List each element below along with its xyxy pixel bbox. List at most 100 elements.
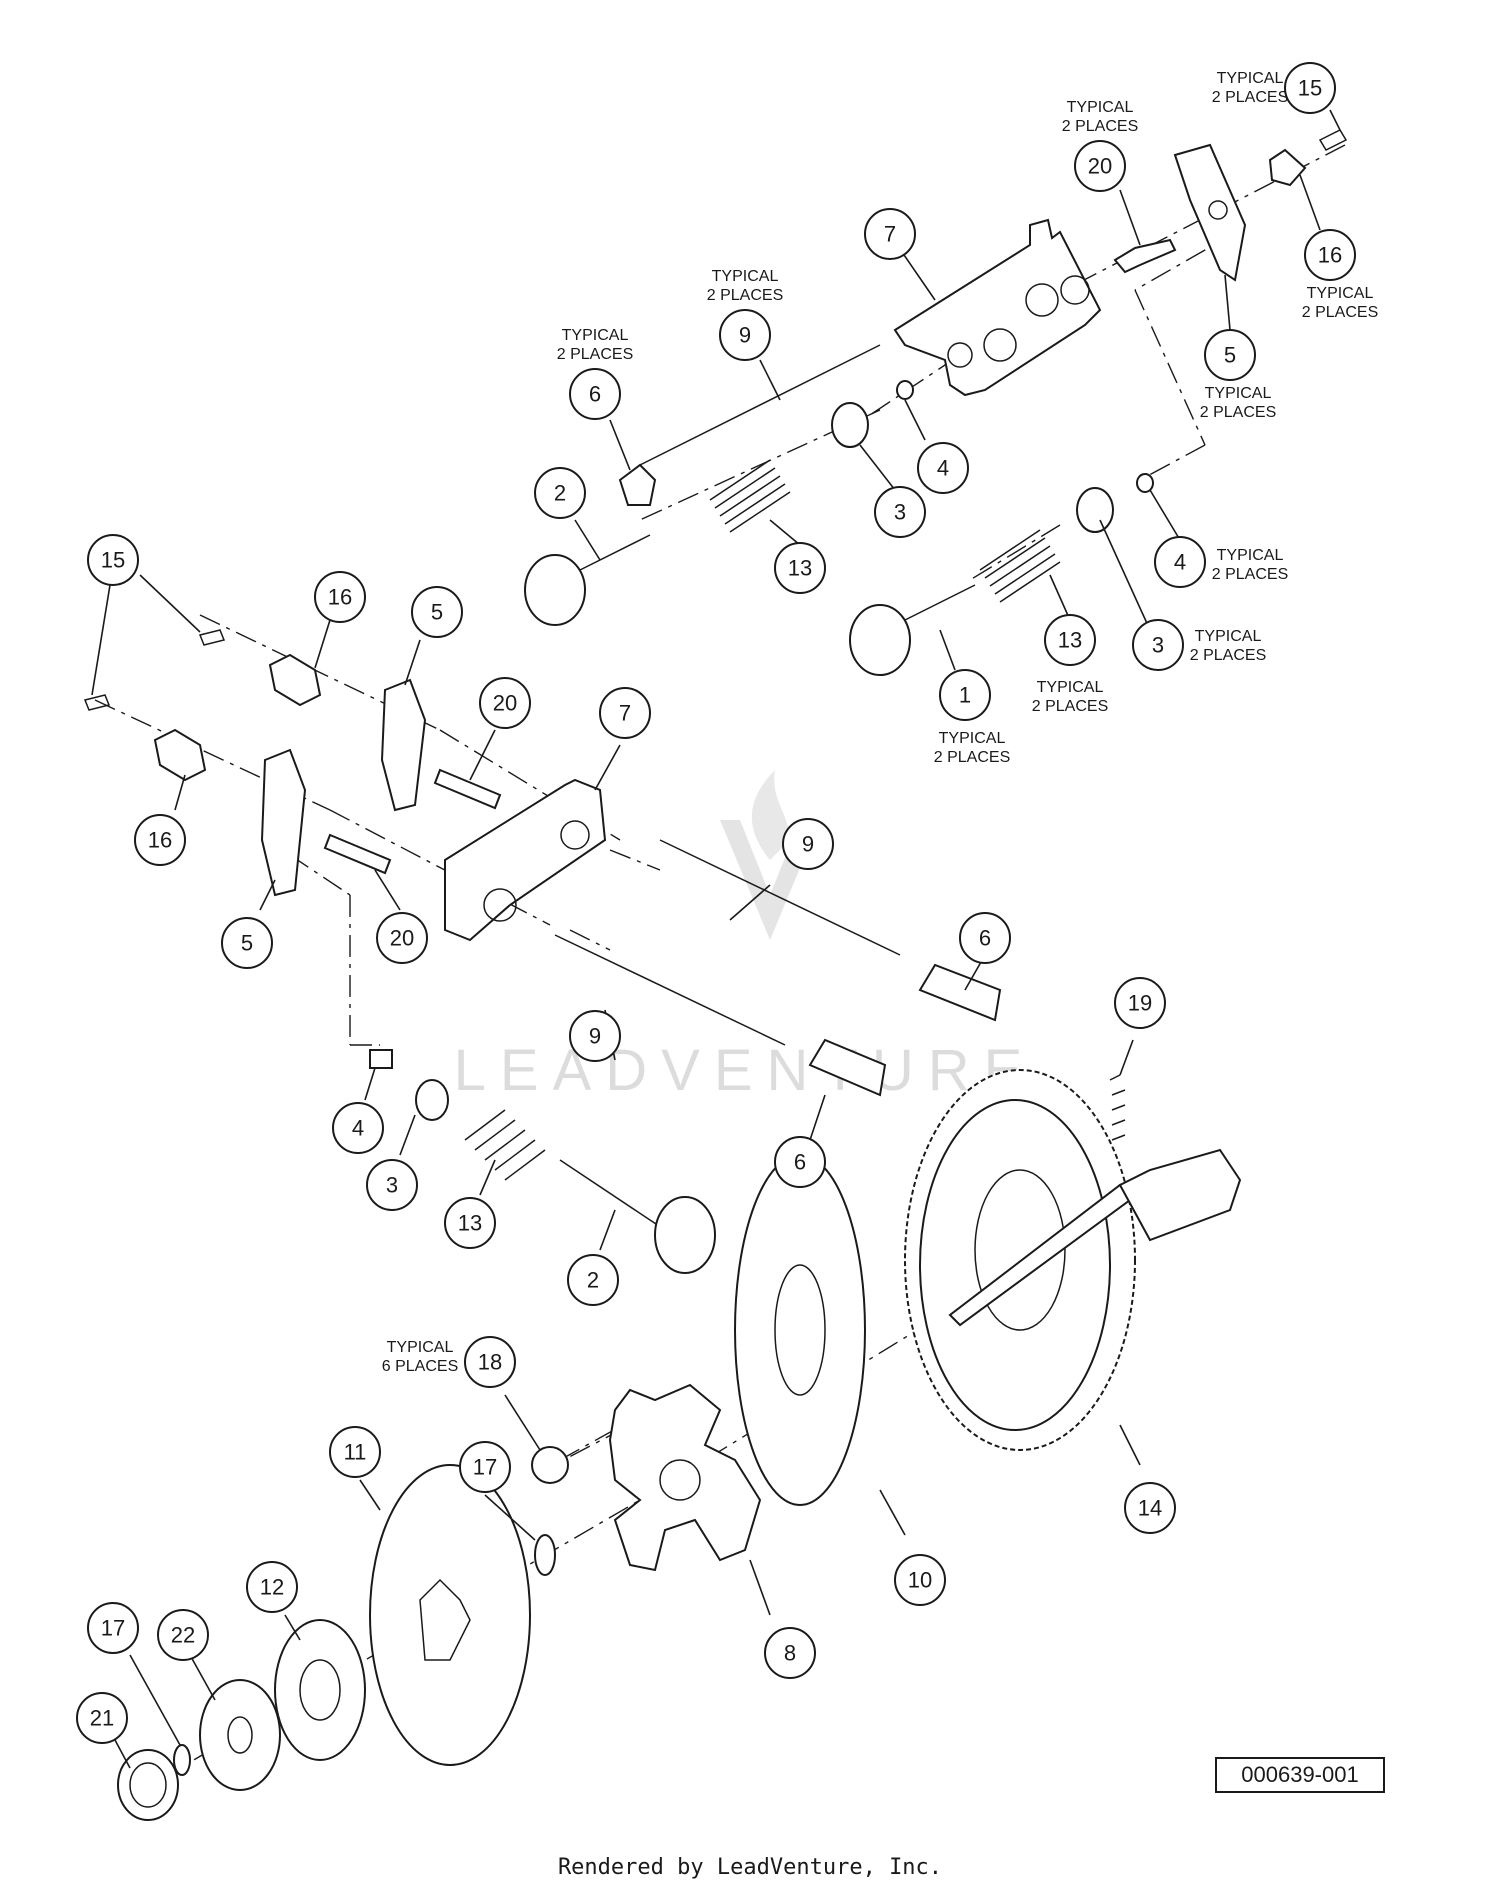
- valve-upper-right: [849, 584, 976, 676]
- valve-spring-upper-right: [979, 473, 1154, 603]
- governor-cup-11: [369, 1464, 531, 1766]
- callout-9b: 9: [782, 818, 834, 870]
- callout-22: 22: [157, 1609, 209, 1661]
- svg-text:6: 6: [589, 382, 601, 407]
- clip-17b: [173, 1744, 191, 1776]
- valve-spring-upper-left: [709, 380, 914, 533]
- governor-spring: [1109, 1074, 1126, 1171]
- callout-11: 11: [329, 1426, 381, 1478]
- callouts: 15 20 16 7 9 6 5 2 4 3 13 4 13 3 1 15 16…: [76, 62, 1356, 1744]
- svg-text:2: 2: [587, 1268, 599, 1293]
- svg-text:15: 15: [1298, 76, 1322, 101]
- svg-text:16: 16: [328, 585, 352, 610]
- callout-13c: 13: [444, 1197, 496, 1249]
- adjusting-nuts-left: [153, 653, 322, 782]
- rocker-bracket-left: [444, 778, 607, 942]
- callout-20b: 20: [479, 677, 531, 729]
- ball-18: [531, 1446, 569, 1484]
- retaining-ring-17: [534, 1534, 556, 1576]
- callout-9c: 9: [569, 1010, 621, 1062]
- svg-text:2: 2: [554, 481, 566, 506]
- washer-10: [734, 1154, 866, 1506]
- bearing-12: [274, 1619, 366, 1761]
- svg-text:5: 5: [431, 600, 443, 625]
- footer-credit: Rendered by LeadVenture, Inc.: [557, 1855, 943, 1880]
- callout-19: 19: [1114, 977, 1166, 1029]
- push-rod-upper: [618, 344, 881, 506]
- callout-5: 5: [1204, 329, 1256, 381]
- callout-13b: 13: [1044, 614, 1096, 666]
- callout-13: 13: [774, 542, 826, 594]
- callout-8: 8: [764, 1627, 816, 1679]
- rocker-arm-upper: [1173, 143, 1247, 282]
- svg-text:14: 14: [1138, 1496, 1162, 1521]
- push-rods-left: [554, 839, 1002, 1097]
- callout-18: 18: [464, 1336, 516, 1388]
- rocker-stud-upper: [1113, 238, 1177, 274]
- svg-text:19: 19: [1128, 991, 1152, 1016]
- svg-text:3: 3: [1152, 633, 1164, 658]
- callout-2: 2: [534, 467, 586, 519]
- callout-2b: 2: [567, 1254, 619, 1306]
- svg-text:20: 20: [493, 691, 517, 716]
- svg-text:9: 9: [802, 832, 814, 857]
- callout-6: 6: [569, 368, 621, 420]
- svg-text:4: 4: [1174, 550, 1186, 575]
- callout-15b: 15: [87, 534, 139, 586]
- rocker-arms-left: [260, 678, 427, 897]
- svg-text:10: 10: [908, 1568, 932, 1593]
- svg-text:17: 17: [101, 1616, 125, 1641]
- rocker-bracket-upper: [893, 218, 1102, 397]
- callout-21: 21: [76, 1692, 128, 1744]
- callout-10: 10: [894, 1554, 946, 1606]
- leader-lines: [91, 109, 1341, 1769]
- callout-5b: 5: [411, 586, 463, 638]
- valve-train-left: [369, 1049, 716, 1274]
- callout-4: 4: [917, 442, 969, 494]
- callout-6b: 6: [959, 912, 1011, 964]
- svg-text:11: 11: [344, 1440, 367, 1465]
- callout-16b: 16: [314, 571, 366, 623]
- callout-3c: 3: [366, 1159, 418, 1211]
- callout-3: 3: [874, 486, 926, 538]
- callout-20c: 20: [376, 912, 428, 964]
- svg-text:7: 7: [884, 222, 896, 247]
- watermark-text: LEADVENTURE: [454, 1038, 1037, 1103]
- svg-text:4: 4: [352, 1116, 364, 1141]
- callout-9: 9: [719, 309, 771, 361]
- rocker-studs-left: [323, 768, 502, 875]
- svg-text:13: 13: [1058, 628, 1082, 653]
- svg-text:6: 6: [979, 926, 991, 951]
- callout-20: 20: [1074, 140, 1126, 192]
- callout-7: 7: [864, 208, 916, 260]
- washer-21: [117, 1749, 179, 1821]
- svg-text:16: 16: [148, 828, 172, 853]
- svg-text:8: 8: [784, 1641, 796, 1666]
- callout-5c: 5: [221, 917, 273, 969]
- svg-text:5: 5: [241, 931, 253, 956]
- svg-text:3: 3: [894, 500, 906, 525]
- callout-7b: 7: [599, 687, 651, 739]
- svg-text:17: 17: [473, 1455, 497, 1480]
- governor-plate-8: [608, 1383, 762, 1572]
- washer-22: [199, 1679, 281, 1791]
- svg-text:13: 13: [788, 556, 812, 581]
- svg-text:12: 12: [260, 1575, 284, 1600]
- svg-text:20: 20: [1088, 154, 1112, 179]
- svg-text:6: 6: [794, 1150, 806, 1175]
- callout-3b: 3: [1132, 619, 1184, 671]
- svg-text:21: 21: [90, 1706, 114, 1731]
- document-number: 000639-001: [1215, 1757, 1385, 1793]
- svg-text:15: 15: [101, 548, 125, 573]
- svg-text:22: 22: [171, 1623, 195, 1648]
